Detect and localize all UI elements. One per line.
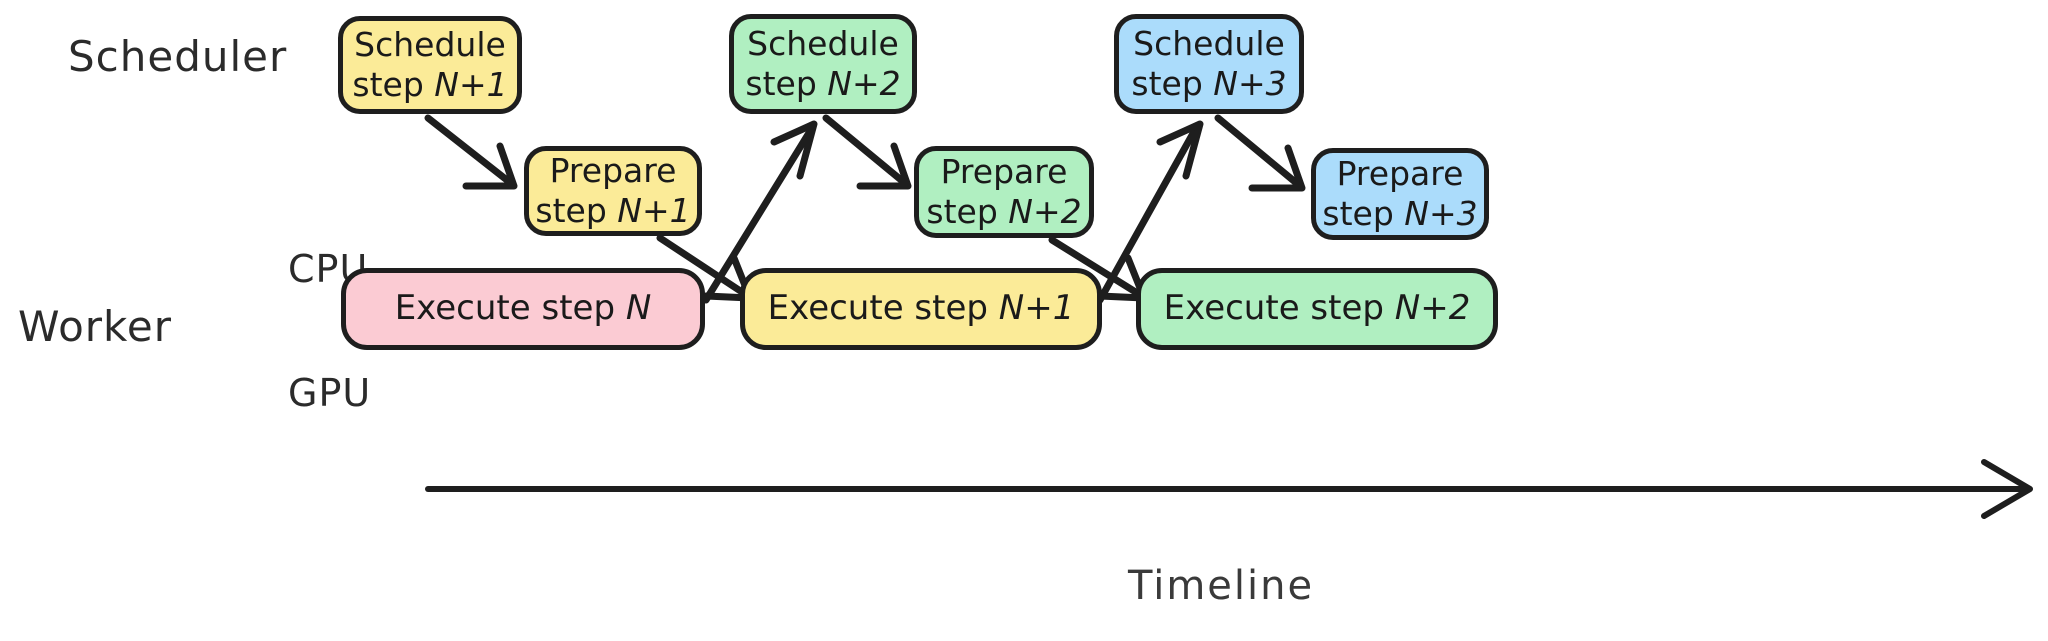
arrow-sched2-to-prep2 [822, 114, 912, 190]
box-line-2: step N+1 [535, 191, 691, 230]
box-line-2: step N+3 [1322, 194, 1478, 233]
timeline-axis [425, 459, 2033, 519]
box-line-1: Schedule [1133, 23, 1285, 63]
box-line-1: Execute step N+2 [1163, 288, 1471, 329]
arrow-sched1-to-prep1 [424, 114, 518, 190]
arrow-exec2-to-sched3 [1096, 120, 1204, 304]
box-prepare-step-n2[interactable]: Prepare step N+2 [914, 146, 1094, 238]
step-index: N+1 [998, 288, 1075, 329]
step-index: N+2 [827, 64, 901, 103]
box-schedule-step-n1[interactable]: Schedule step N+1 [338, 16, 522, 114]
step-index: N+1 [434, 65, 508, 104]
box-line-1: Prepare [940, 151, 1068, 191]
box-execute-step-n2[interactable]: Execute step N+2 [1136, 268, 1498, 350]
box-schedule-step-n2[interactable]: Schedule step N+2 [729, 14, 917, 114]
step-index: N+1 [617, 191, 691, 230]
lane-label-scheduler: Scheduler [68, 32, 288, 81]
box-line-2: step N+2 [745, 64, 901, 103]
box-line-1: Execute step N [394, 288, 652, 329]
box-line-1: Execute step N+1 [767, 288, 1075, 329]
step-index: N [625, 288, 652, 329]
step-index: N+2 [1008, 192, 1082, 231]
box-line-1: Prepare [549, 150, 677, 190]
box-prepare-step-n3[interactable]: Prepare step N+3 [1311, 148, 1489, 240]
arrow-sched3-to-prep3 [1214, 114, 1306, 192]
box-schedule-step-n3[interactable]: Schedule step N+3 [1114, 14, 1304, 114]
step-index: N+3 [1404, 194, 1478, 233]
box-prepare-step-n1[interactable]: Prepare step N+1 [524, 146, 702, 236]
box-execute-step-n1[interactable]: Execute step N+1 [740, 268, 1102, 350]
step-index: N+3 [1213, 64, 1287, 103]
box-line-2: step N+3 [1131, 64, 1287, 103]
box-line-1: Schedule [354, 24, 506, 64]
box-line-1: Schedule [747, 23, 899, 63]
timeline-axis-label: Timeline [1128, 563, 1315, 609]
box-line-2: step N+2 [926, 192, 1082, 231]
box-line-1: Prepare [1336, 153, 1464, 193]
box-line-2: step N+1 [352, 65, 508, 104]
step-index: N+2 [1394, 288, 1471, 329]
box-execute-step-n[interactable]: Execute step N [341, 268, 705, 350]
arrow-exec1-to-sched2 [702, 120, 818, 304]
lane-label-worker: Worker [18, 302, 172, 351]
lane-label-gpu: GPU [288, 371, 372, 415]
